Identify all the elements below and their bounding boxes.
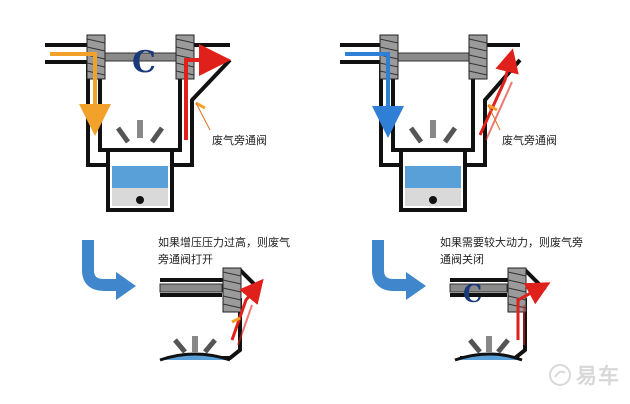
note-closed-line1: 如果需要较大动力，则废气旁 — [440, 236, 583, 249]
wastegate-label-right: 废气旁通阀 — [502, 134, 557, 147]
svg-text:C: C — [463, 279, 482, 308]
watermark: 易车 — [548, 360, 620, 390]
detail-bottom-right: C — [449, 267, 551, 362]
watermark-text: 易车 — [576, 364, 620, 388]
note-closed-line2: 通阀关闭 — [440, 253, 484, 266]
detail-bottom-left — [159, 267, 264, 362]
note-open-line2: 旁通阀打开 — [158, 253, 213, 266]
note-wastegate-closed: 如果需要较大动力，则废气旁 通阀关闭 — [440, 234, 583, 268]
svg-text:C: C — [132, 45, 156, 80]
note-open-line1: 如果增压压力过高，则废气 — [158, 236, 290, 249]
transition-arrow-right — [372, 240, 408, 291]
note-wastegate-open: 如果增压压力过高，则废气 旁通阀打开 — [158, 234, 290, 268]
yiche-logo-icon — [549, 364, 571, 386]
engine-top-left: C — [45, 34, 232, 212]
transition-arrow-left — [82, 240, 118, 291]
engine-top-right — [340, 34, 522, 212]
wastegate-label-left: 废气旁通阀 — [212, 134, 267, 147]
